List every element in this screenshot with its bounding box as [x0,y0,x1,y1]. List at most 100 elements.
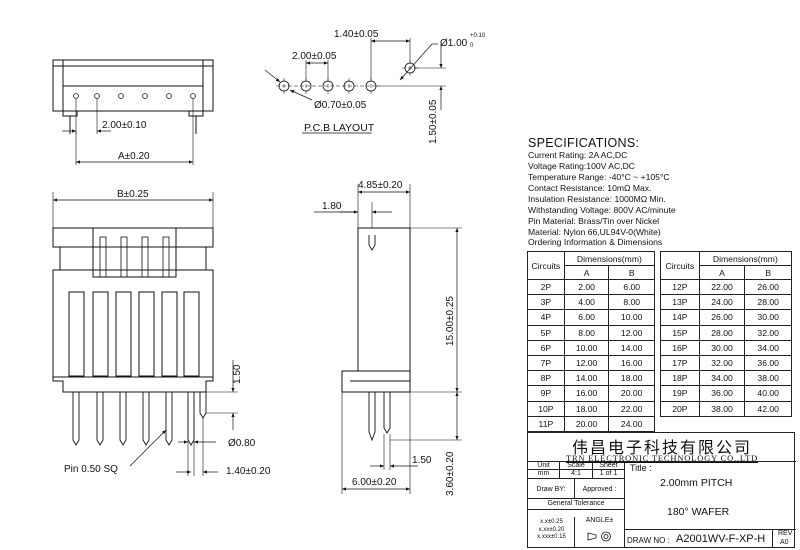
dim-b-cell: 6.00 [608,278,655,296]
circuit-cell: 13P [660,294,700,311]
dim-side-offset: 1.80 [322,201,342,212]
circuit-cell: 9P [527,385,565,402]
dim-b-cell: 10.00 [608,309,655,326]
dim-pin-pitch-bottom: 1.40±0.20 [226,466,271,477]
circuit-cell: 20P [660,400,700,417]
specifications: SPECIFICATIONS: Current Rating: 2A AC,DC… [528,136,794,238]
title-label: Title : [630,463,652,473]
col-header-b: B [608,265,655,280]
company-name-english: TRN ELECTRONIC TECHNOLOGY CO.,LTD [565,453,759,463]
col-header-dimensions: Dimensions(mm) [698,251,793,266]
col-header-circuits: Circuits [527,251,565,280]
circuit-cell: 11P [527,415,565,432]
sheet-value: 1 of 1 [599,470,618,477]
dim-side-width: 4.85±0.20 [358,180,403,191]
dim-side-tail: 3.60±0.20 [445,451,456,496]
spec-line: Voltage Rating:100V AC,DC [528,161,636,171]
circuit-cell: 3P [527,294,565,311]
dim-a-cell: 6.00 [563,309,610,326]
dim-top-pitch: 2.00±0.10 [102,120,147,131]
dim-pcb-pitch: 2.00±0.05 [292,51,337,62]
draw-by-label: Draw BY: [536,486,566,493]
dim-pcb-small-hole: Ø0.70±0.05 [314,100,367,111]
dim-b-cell: 42.00 [744,400,792,417]
dim-a-cell: 22.00 [698,278,746,296]
dim-a-cell: 32.00 [698,354,746,372]
angle-label: ANGLE± [585,517,614,524]
title-line-2: 180° WAFER [667,506,730,518]
projection-symbol-icon [587,531,611,542]
circuit-cell: 8P [527,370,565,387]
unit-value: mm [537,470,550,477]
col-header-dimensions: Dimensions(mm) [563,251,656,266]
circuit-cell: 4P [527,309,565,326]
dim-a-cell: 34.00 [698,370,746,387]
dim-a-cell: 12.00 [563,354,610,372]
revision-label: REV [778,530,793,537]
revision-value: A0 [780,539,789,546]
spec-heading: SPECIFICATIONS: [528,136,640,150]
pcb-layout-view [264,38,446,134]
dim-side-small: 1.50 [412,455,432,466]
circuit-cell: 7P [527,354,565,372]
dim-pin-square: Pin 0.50 SQ [64,464,118,475]
dim-b-cell: 18.00 [608,370,655,387]
general-tolerance-label: General Tolerance [547,500,605,507]
dim-hole-diameter: Ø1.00 [440,38,468,49]
dim-a-cell: 20.00 [563,415,610,432]
col-header-b: B [744,265,792,280]
dim-a-cell: 28.00 [698,324,746,341]
col-header-a: A [698,265,746,280]
circuit-cell: 2P [527,278,565,296]
col-header-a: A [563,265,610,280]
circuit-cell: 10P [527,400,565,417]
circuit-cell: 12P [660,278,700,296]
dim-a-cell: 16.00 [563,385,610,402]
dim-a-cell: 10.00 [563,339,610,356]
dim-b-cell: 22.00 [608,400,655,417]
dim-a-cell: 36.00 [698,385,746,402]
dim-a-cell: 24.00 [698,294,746,311]
side-view [314,184,462,494]
title-block: 伟昌电子科技有限公司 TRN ELECTRONIC TECHNOLOGY CO.… [527,432,796,548]
dim-a-cell: 38.00 [698,400,746,417]
circuit-cell: 5P [527,324,565,341]
dim-pcb-vertical: 1.50±0.05 [428,99,439,144]
dim-b-cell: 26.00 [744,278,792,296]
spec-line: Pin Material: Brass/Tin over Nickel [528,216,660,226]
dim-hole-tol-plus: +0.10 [470,33,486,39]
scale-value: 4:1 [571,470,581,477]
circuit-cell: 18P [660,370,700,387]
company-name-chinese: 伟昌电子科技有限公司 [571,438,752,457]
tolerance-values: x.x±0.25 x.xx±0.20 x.xxx±0.15 [529,519,574,542]
tolerance-1: x.x±0.25 [540,519,563,525]
spec-line: Withstanding Voltage: 800V AC/minute [528,205,676,215]
dim-side-height: 15.00±0.25 [445,296,456,346]
dim-b-cell: 16.00 [608,354,655,372]
dim-b-cell: 20.00 [608,385,655,402]
col-header-circuits: Circuits [660,251,700,280]
spec-line: Temperature Range: -40°C ~ +105°C [528,172,670,182]
front-view [52,192,238,476]
dim-side-bottom: 6.00±0.20 [352,477,397,488]
dim-b: B±0.25 [117,189,149,200]
pcb-layout-label: P.C.B LAYOUT [304,122,375,134]
dim-b-cell: 34.00 [744,339,792,356]
spec-line: Insulation Resistance: 1000MΩ Min. [528,194,666,204]
